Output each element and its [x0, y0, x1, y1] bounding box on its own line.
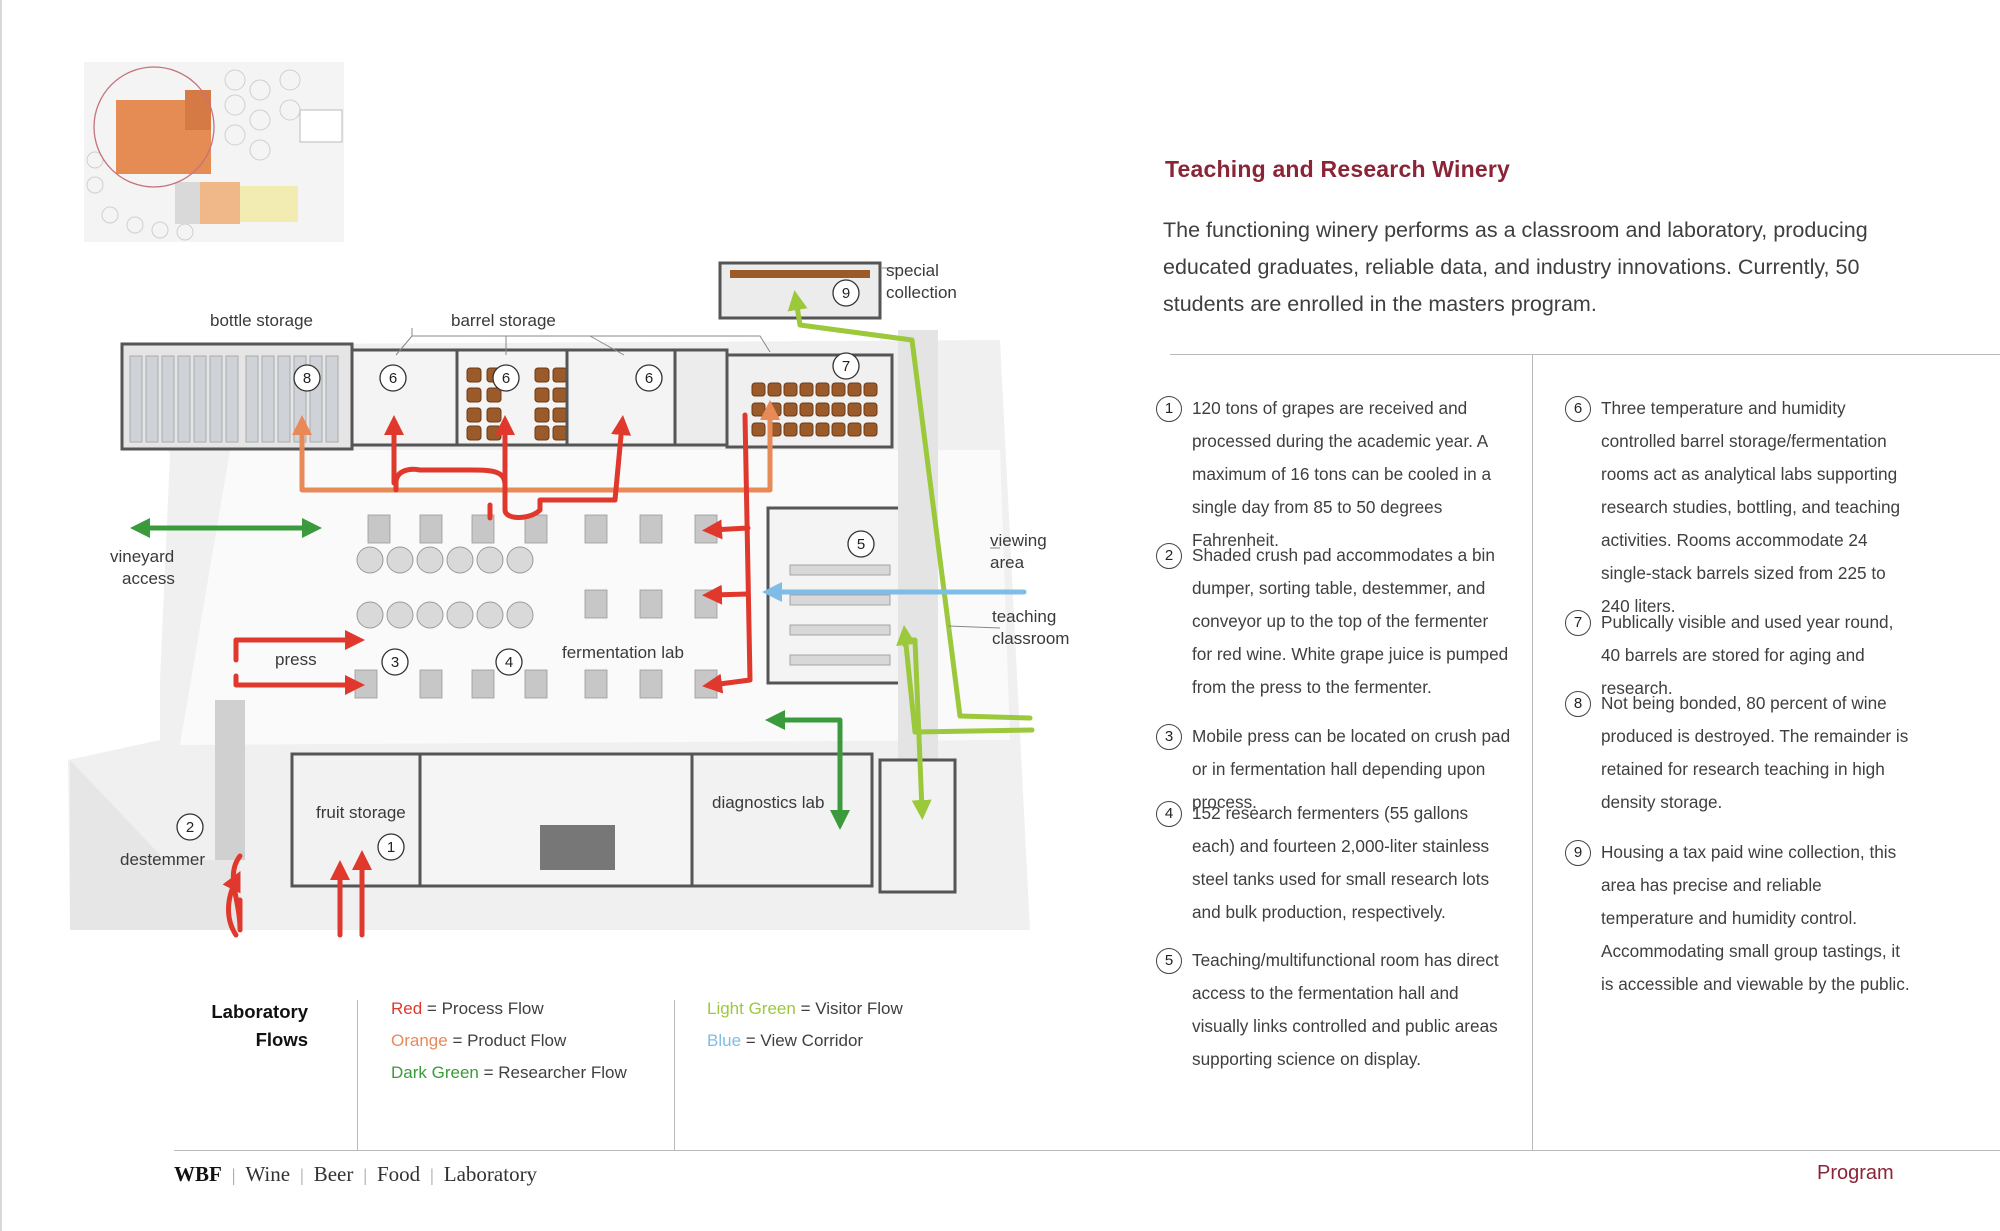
divider-bottom — [174, 1150, 2000, 1151]
label-teaching-classroom-1: teaching — [992, 607, 1056, 626]
note-6-text: Three temperature and humidity controlle… — [1601, 398, 1901, 616]
note-5-number: 5 — [1156, 948, 1182, 974]
label-special-collection-1: special — [886, 261, 939, 280]
legend-light-green-name: Light Green — [707, 999, 796, 1018]
legend-blue-name: Blue — [707, 1031, 742, 1050]
legend-divider-1 — [357, 1000, 358, 1150]
legend-title-line-1: Laboratory — [211, 1001, 308, 1022]
note-4-text: 152 research fermenters (55 gallons each… — [1192, 803, 1490, 922]
note-5-text: Teaching/multifunctional room has direct… — [1192, 950, 1499, 1069]
legend-title: Laboratory Flows — [190, 998, 308, 1054]
note-5: 5 Teaching/multifunctional room has direc… — [1156, 944, 1512, 1076]
note-8-number: 8 — [1565, 691, 1591, 717]
note-2-text: Shaded crush pad accommodates a bin dump… — [1192, 545, 1509, 697]
key-plan-thumbnail — [84, 62, 344, 242]
marker-2: 2 — [186, 819, 194, 836]
marker-4: 4 — [505, 654, 513, 671]
footer-separator: | — [231, 1165, 236, 1185]
label-special-collection-2: collection — [886, 283, 957, 302]
page-title: Teaching and Research Winery — [1165, 156, 1510, 182]
note-9: 9 Housing a tax paid wine collection, thi… — [1565, 836, 1911, 1001]
note-1: 1 120 tons of grapes are received and pro… — [1156, 392, 1512, 557]
footer-nav-food[interactable]: Food — [376, 1162, 421, 1186]
note-6-number: 6 — [1565, 396, 1591, 422]
legend-item-blue: Blue = View Corridor — [707, 1031, 863, 1051]
footer-section-label: Program — [1817, 1162, 1894, 1184]
note-7: 7 Publically visible and used year round,… — [1565, 606, 1911, 705]
legend-orange-name: Orange — [391, 1031, 448, 1050]
note-9-number: 9 — [1565, 840, 1591, 866]
legend-divider-2 — [674, 1000, 675, 1150]
footer-separator: | — [363, 1165, 367, 1185]
note-8-text: Not being bonded, 80 percent of wine pro… — [1601, 693, 1909, 812]
note-9-text: Housing a tax paid wine collection, this… — [1601, 842, 1910, 994]
marker-7: 7 — [842, 358, 850, 375]
marker-6c: 6 — [645, 370, 653, 387]
note-3-number: 3 — [1156, 724, 1182, 750]
note-3-text: Mobile press can be located on crush pad… — [1192, 726, 1511, 812]
legend-light-green-meaning: = Visitor Flow — [800, 999, 903, 1018]
marker-1: 1 — [387, 839, 395, 856]
legend-blue-meaning: = View Corridor — [745, 1031, 864, 1050]
note-6: 6 Three temperature and humidity controll… — [1565, 392, 1911, 623]
footer-nav-beer[interactable]: Beer — [313, 1162, 354, 1186]
legend-orange-meaning: = Product Flow — [452, 1031, 567, 1050]
label-vineyard-access-2: access — [122, 569, 175, 588]
label-viewing-area-1: viewing — [990, 531, 1047, 550]
legend-item-light-green: Light Green = Visitor Flow — [707, 999, 903, 1019]
label-teaching-classroom-2: classroom — [992, 629, 1069, 648]
note-2: 2 Shaded crush pad accommodates a bin dum… — [1156, 539, 1512, 704]
label-vineyard-access-1: vineyard — [110, 547, 174, 566]
footer-brand[interactable]: WBF — [174, 1162, 222, 1186]
flow-arrows — [130, 290, 1035, 938]
note-7-text: Publically visible and used year round, … — [1601, 612, 1894, 698]
legend-title-line-2: Flows — [255, 1029, 308, 1050]
plan-markers: 1 2 3 4 5 6 6 6 7 8 9 — [176, 279, 875, 861]
marker-8: 8 — [303, 370, 311, 387]
intro-paragraph: The functioning winery performs as a cla… — [1163, 218, 1868, 316]
legend-red-meaning: = Process Flow — [426, 999, 544, 1018]
marker-9: 9 — [842, 285, 850, 302]
legend-item-dark-green: Dark Green = Researcher Flow — [391, 1063, 627, 1083]
label-fruit-storage: fruit storage — [316, 803, 406, 822]
footer-nav-laboratory[interactable]: Laboratory — [443, 1162, 538, 1186]
legend-red-name: Red — [391, 999, 423, 1018]
marker-6b: 6 — [502, 370, 510, 387]
note-4-number: 4 — [1156, 801, 1182, 827]
note-8: 8 Not being bonded, 80 percent of wine pr… — [1565, 687, 1911, 819]
label-press: press — [275, 650, 317, 669]
label-bottle-storage: bottle storage — [210, 311, 313, 330]
label-destemmer: destemmer — [120, 850, 205, 869]
legend-dark-green-meaning: = Researcher Flow — [483, 1063, 627, 1082]
note-1-number: 1 — [1156, 396, 1182, 422]
marker-5: 5 — [857, 536, 865, 553]
legend-dark-green-name: Dark Green — [391, 1063, 479, 1082]
note-7-number: 7 — [1565, 610, 1591, 636]
label-barrel-storage: barrel storage — [451, 311, 556, 330]
footer-separator: | — [300, 1165, 304, 1185]
winery-floor-plan: bottle storage barrel storage special co… — [68, 62, 1069, 938]
building-mass — [68, 261, 1030, 930]
label-fermentation-lab: fermentation lab — [562, 643, 684, 662]
label-viewing-area-2: area — [990, 553, 1025, 572]
note-3: 3 Mobile press can be located on crush pa… — [1156, 720, 1512, 819]
note-2-number: 2 — [1156, 543, 1182, 569]
footer-nav: WBF | Wine | Beer | Food | Laboratory — [174, 1162, 537, 1187]
divider-top — [1170, 354, 2000, 355]
footer-separator: | — [430, 1165, 434, 1185]
footer-nav-wine[interactable]: Wine — [245, 1162, 291, 1186]
page-edge — [0, 0, 2, 1231]
divider-notes-column — [1532, 354, 1533, 1150]
note-1-text: 120 tons of grapes are received and proc… — [1192, 398, 1492, 550]
note-4: 4 152 research fermenters (55 gallons eac… — [1156, 797, 1512, 929]
marker-6a: 6 — [389, 370, 397, 387]
legend-item-orange: Orange = Product Flow — [391, 1031, 566, 1051]
label-diagnostics-lab: diagnostics lab — [712, 793, 824, 812]
legend-item-red: Red = Process Flow — [391, 999, 544, 1019]
marker-3: 3 — [391, 654, 399, 671]
